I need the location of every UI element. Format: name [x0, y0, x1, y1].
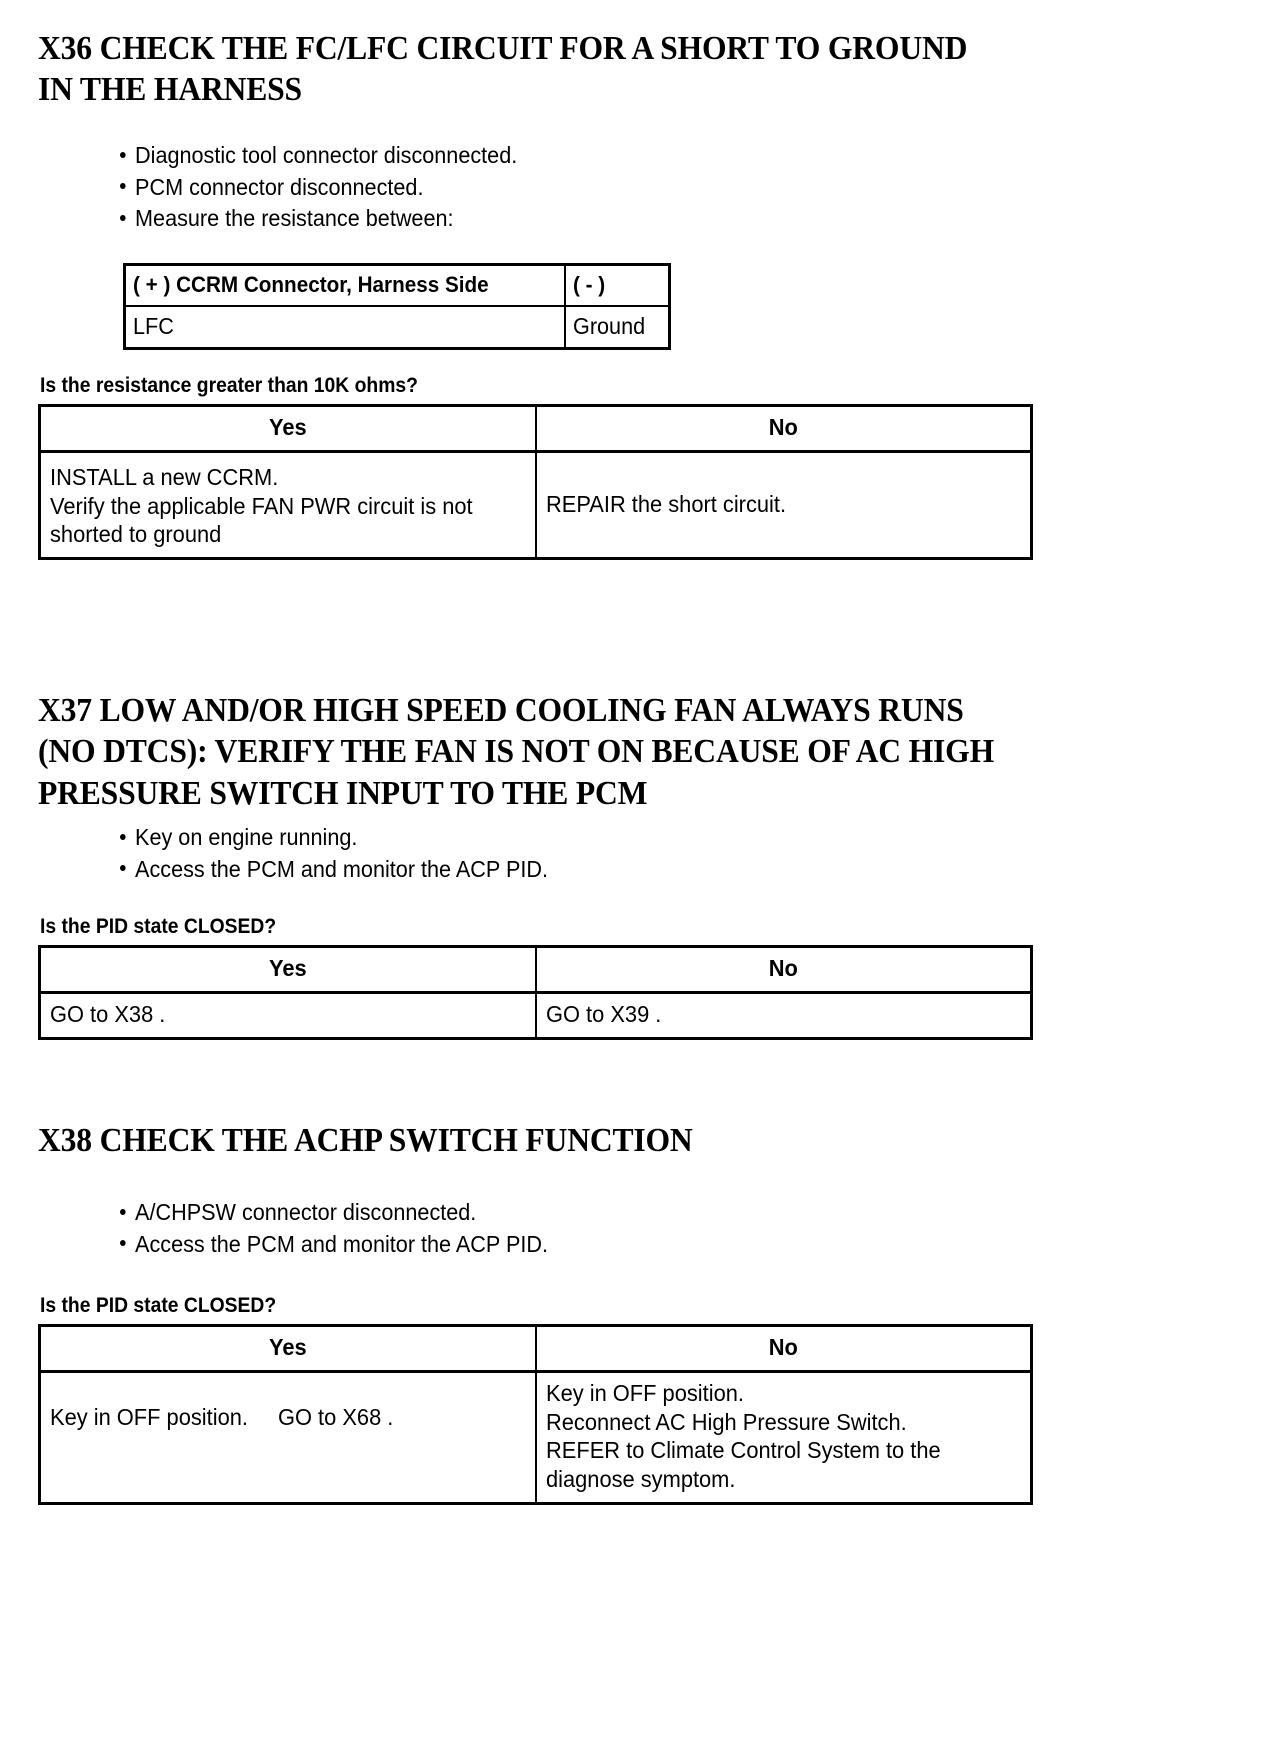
bullet-icon	[120, 1240, 126, 1247]
section-x37-heading-line-2: (NO DTCS): VERIFY THE FAN IS NOT ON BECA…	[38, 733, 994, 771]
list-item-label: Access the PCM and monitor the ACP PID.	[135, 855, 549, 882]
list-item-label: A/CHPSW connector disconnected.	[135, 1199, 477, 1225]
decision-cell-yes: GO to X38 .	[38, 991, 537, 1039]
table-row: Key in OFF position. GO to X68 . Key in …	[38, 1370, 1033, 1505]
section-x36-question: Is the resistance greater than 10K ohms?	[40, 374, 418, 397]
table-row: GO to X38 . GO to X39 .	[38, 991, 1033, 1039]
decision-header-no: No	[534, 1324, 1033, 1373]
list-item-label: Measure the resistance between:	[135, 205, 454, 231]
section-x36-heading-line-2: IN THE HARNESS	[38, 71, 302, 109]
decision-cell-yes: Key in OFF position. GO to X68 .	[38, 1370, 537, 1505]
section-x38-heading-line-1: X38 CHECK THE ACHP SWITCH FUNCTION	[38, 1122, 693, 1159]
cell-blank-line	[265, 1403, 271, 1423]
cell-text-line: REPAIR the short circuit.	[545, 490, 786, 517]
decision-cell-yes: INSTALL a new CCRM. Verify the applicabl…	[38, 450, 537, 560]
bullet-icon	[120, 151, 126, 158]
measurement-header-negative: ( - )	[563, 263, 671, 307]
cell-blank-line	[932, 1408, 938, 1428]
section-x36-heading: X36 CHECK THE FC/LFC CIRCUIT FOR A SHORT…	[38, 28, 1138, 111]
section-x37-bullet-list: Key on engine running. Access the PCM an…	[120, 822, 820, 885]
list-item-label: Key on engine running.	[135, 824, 358, 850]
list-item-label: Access the PCM and monitor the ACP PID.	[135, 1230, 549, 1257]
list-item: Key on engine running.	[120, 822, 778, 854]
section-x38-decision-table: Yes No Key in OFF position. GO to X68 . …	[38, 1324, 1033, 1505]
cell-text-line: Reconnect AC High Pressure Switch.	[545, 1408, 907, 1435]
decision-header-yes: Yes	[38, 945, 537, 994]
table-row: LFC Ground	[123, 304, 671, 350]
measurement-table: ( + ) CCRM Connector, Harness Side ( - )…	[123, 263, 671, 351]
section-x36-decision-table: Yes No INSTALL a new CCRM. Verify the ap…	[38, 404, 1033, 560]
section-x38-bullet-list: A/CHPSW connector disconnected. Access t…	[120, 1197, 820, 1260]
table-header-row: Yes No	[38, 404, 1033, 453]
bullet-icon	[120, 214, 126, 221]
section-x37-heading: X37 LOW AND/OR HIGH SPEED COOLING FAN AL…	[38, 690, 1148, 814]
cell-text-line: GO to X39 .	[545, 1000, 661, 1027]
cell-text-line: diagnose symptom.	[545, 1466, 735, 1492]
section-x38-heading: X38 CHECK THE ACHP SWITCH FUNCTION	[38, 1120, 1148, 1161]
bullet-icon	[120, 183, 126, 190]
decision-cell-no: Key in OFF position. Reconnect AC High P…	[534, 1370, 1033, 1505]
list-item: Measure the resistance between:	[120, 203, 778, 235]
section-x36-heading-line-1: X36 CHECK THE FC/LFC CIRCUIT FOR A SHORT…	[38, 30, 968, 67]
decision-header-no: No	[534, 945, 1033, 994]
cell-text-line: GO to X38 .	[50, 1000, 166, 1027]
cell-text-line: Verify the applicable FAN PWR circuit is…	[50, 492, 473, 519]
table-header-row: Yes No	[38, 945, 1033, 994]
section-x36-bullet-list: Diagnostic tool connector disconnected. …	[120, 140, 820, 235]
list-item-label: Diagnostic tool connector disconnected.	[135, 142, 518, 168]
measurement-header-positive: ( + ) CCRM Connector, Harness Side	[123, 263, 566, 307]
measurement-cell-positive: LFC	[123, 304, 566, 350]
measurement-cell-negative: Ground	[563, 304, 671, 350]
list-item: Access the PCM and monitor the ACP PID.	[120, 1229, 778, 1261]
cell-text-line: Key in OFF position.	[50, 1403, 248, 1430]
table-row: INSTALL a new CCRM. Verify the applicabl…	[38, 450, 1033, 560]
bullet-icon	[120, 865, 126, 872]
section-x37-question: Is the PID state CLOSED?	[40, 915, 277, 938]
cell-text-line: INSTALL a new CCRM.	[50, 463, 279, 490]
list-item: A/CHPSW connector disconnected.	[120, 1197, 778, 1229]
decision-header-yes: Yes	[38, 404, 537, 453]
list-item: Diagnostic tool connector disconnected.	[120, 140, 778, 172]
section-x37-heading-line-1: X37 LOW AND/OR HIGH SPEED COOLING FAN AL…	[38, 692, 964, 729]
decision-header-yes: Yes	[38, 1324, 537, 1373]
section-x37-decision-table: Yes No GO to X38 . GO to X39 .	[38, 945, 1033, 1040]
section-x38-question: Is the PID state CLOSED?	[40, 1294, 277, 1317]
cell-text-line: Key in OFF position.	[545, 1379, 744, 1406]
bullet-icon	[120, 833, 126, 840]
decision-header-no: No	[534, 404, 1033, 453]
section-x37-heading-line-3: PRESSURE SWITCH INPUT TO THE PCM	[38, 774, 648, 812]
bullet-icon	[120, 1208, 126, 1215]
decision-cell-no: REPAIR the short circuit.	[534, 450, 1033, 560]
table-header-row: Yes No	[38, 1324, 1033, 1373]
list-item-label: PCM connector disconnected.	[135, 173, 424, 200]
list-item: PCM connector disconnected.	[120, 172, 778, 204]
cell-text-line: GO to X68 .	[277, 1403, 393, 1430]
table-header-row: ( + ) CCRM Connector, Harness Side ( - )	[123, 263, 671, 307]
list-item: Access the PCM and monitor the ACP PID.	[120, 854, 778, 886]
cell-text-line: shorted to ground	[50, 521, 222, 548]
cell-blank-line	[297, 463, 303, 483]
cell-text-line: REFER to Climate Control System to the	[545, 1437, 941, 1464]
decision-cell-no: GO to X39 .	[534, 991, 1033, 1039]
